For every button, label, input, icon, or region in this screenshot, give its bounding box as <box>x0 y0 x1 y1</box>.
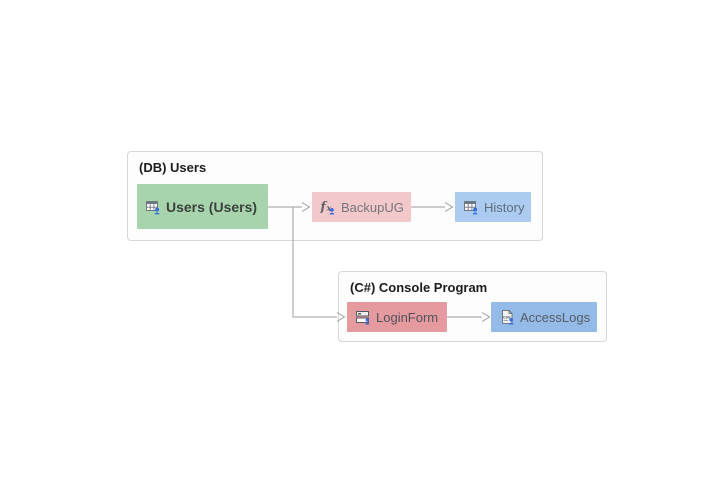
node-users[interactable]: Users (Users) <box>137 184 268 229</box>
node-label: BackupUG <box>341 199 404 215</box>
node-label: LoginForm <box>376 309 439 325</box>
form-user-icon <box>355 309 371 325</box>
node-history[interactable]: History <box>455 192 531 222</box>
svg-text:csv: csv <box>503 315 511 320</box>
node-loginform[interactable]: LoginForm <box>347 302 447 332</box>
node-backupug[interactable]: f x BackupUG <box>312 192 411 222</box>
table-user-icon <box>145 199 161 215</box>
group-console-program-title: (C#) Console Program <box>350 280 488 295</box>
node-label: AccessLogs <box>520 309 591 325</box>
node-label: History <box>484 199 525 215</box>
node-accesslogs[interactable]: csv AccessLogs <box>491 302 597 332</box>
svg-text:f: f <box>320 200 328 214</box>
svg-text:x: x <box>326 203 332 213</box>
node-label: Users (Users) <box>166 198 258 215</box>
file-user-icon: csv <box>499 309 515 325</box>
group-db-users-title: (DB) Users <box>139 160 207 175</box>
function-user-icon: f x <box>320 199 336 215</box>
table-user-icon <box>463 199 479 215</box>
